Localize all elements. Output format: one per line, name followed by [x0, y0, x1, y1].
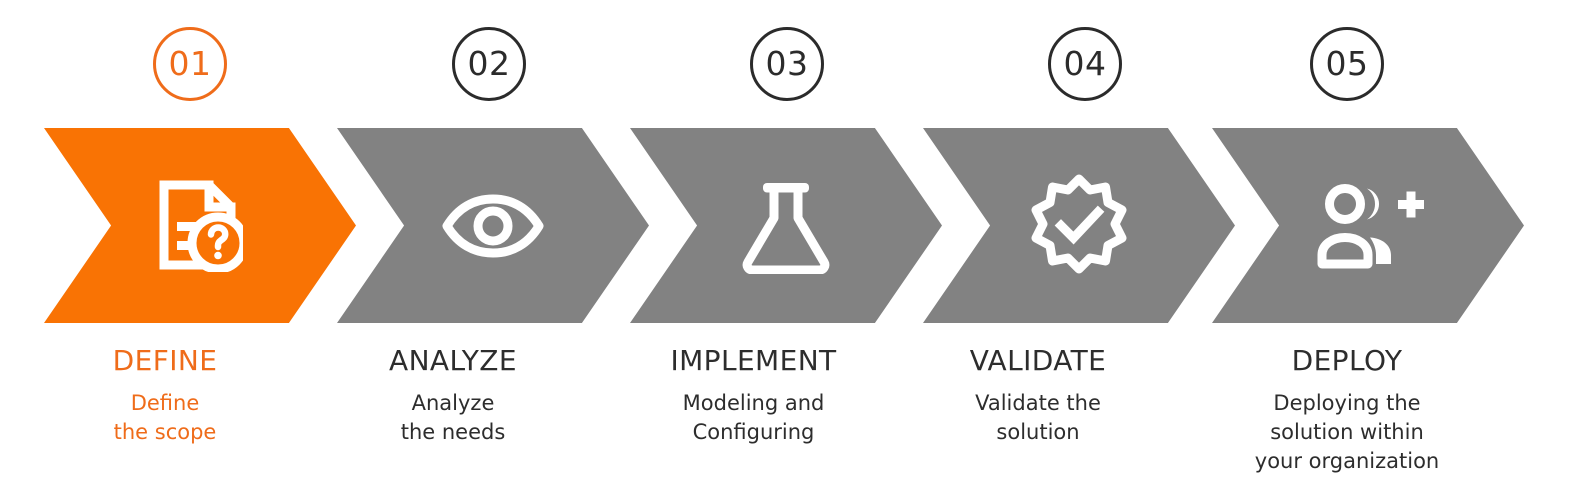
step-number-label: 02: [467, 43, 511, 83]
step-number-badge-03: 03: [750, 27, 824, 101]
step-label-block-implement: IMPLEMENT Modeling and Configuring: [621, 344, 886, 447]
step-description: Define the scope: [113, 391, 217, 444]
add-people-icon: [1212, 128, 1524, 323]
step-title: ANALYZE: [389, 344, 517, 377]
step-description: Analyze the needs: [400, 391, 506, 444]
step-title: DEPLOY: [1291, 344, 1403, 377]
step-description: Modeling and Configuring: [682, 391, 825, 444]
step-label-block-deploy: DEPLOY Deploying the solution within you…: [1192, 344, 1502, 476]
step-chevron-validate[interactable]: [923, 128, 1235, 323]
step-title: VALIDATE: [969, 344, 1107, 377]
step-chevron-deploy[interactable]: [1212, 128, 1524, 323]
step-label-block-validate: VALIDATE Validate the solution: [918, 344, 1158, 447]
step-chevron-define[interactable]: [44, 128, 356, 323]
step-description: Validate the solution: [975, 391, 1101, 444]
step-number-label: 01: [168, 43, 212, 83]
eye-icon: [337, 128, 649, 323]
step-label-block-analyze: ANALYZE Analyze the needs: [328, 344, 578, 447]
step-title: DEFINE: [112, 344, 218, 377]
step-label-block-define: DEFINE Define the scope: [40, 344, 290, 447]
step-number-label: 05: [1325, 43, 1369, 83]
step-chevron-analyze[interactable]: [337, 128, 649, 323]
step-chevron-implement[interactable]: [630, 128, 942, 323]
step-number-badge-01: 01: [153, 27, 227, 101]
step-number-label: 03: [765, 43, 809, 83]
step-number-label: 04: [1063, 43, 1107, 83]
step-title: IMPLEMENT: [670, 344, 837, 377]
flask-icon: [630, 128, 942, 323]
step-number-badge-04: 04: [1048, 27, 1122, 101]
step-description: Deploying the solution within your organ…: [1254, 391, 1440, 473]
document-question-icon: [44, 128, 356, 323]
step-number-badge-02: 02: [452, 27, 526, 101]
step-number-badge-05: 05: [1310, 27, 1384, 101]
verified-check-badge-icon: [923, 128, 1235, 323]
